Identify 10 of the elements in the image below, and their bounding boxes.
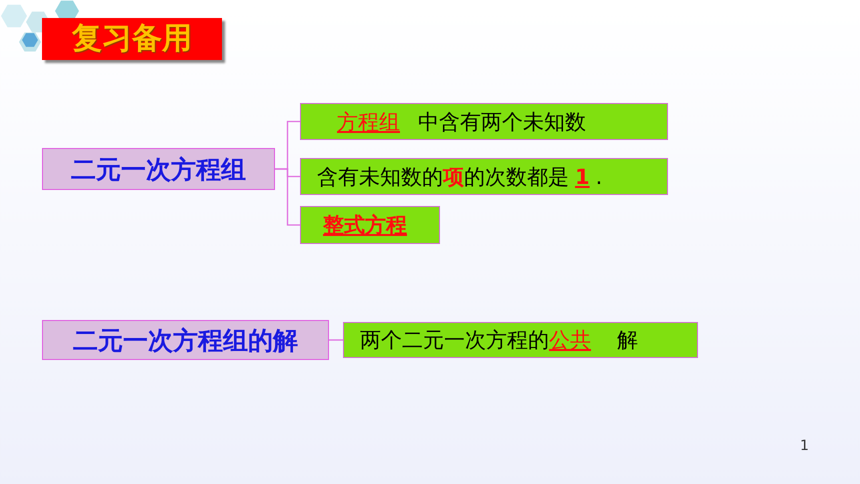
- title-banner: 复习备用: [42, 18, 222, 60]
- connector-line: [275, 168, 300, 226]
- answer-box: 两个二元一次方程的公共 解: [343, 322, 698, 358]
- answer-box: 整式方程: [300, 206, 440, 244]
- connector-line: [329, 339, 343, 341]
- concept-box: 二元一次方程组: [42, 148, 275, 190]
- page-number: 1: [800, 438, 809, 454]
- answer-box: 含有未知数的项的次数都是 1 .: [300, 158, 668, 195]
- concept-box: 二元一次方程组的解: [42, 320, 329, 360]
- answer-box: 方程组 中含有两个未知数: [300, 103, 668, 140]
